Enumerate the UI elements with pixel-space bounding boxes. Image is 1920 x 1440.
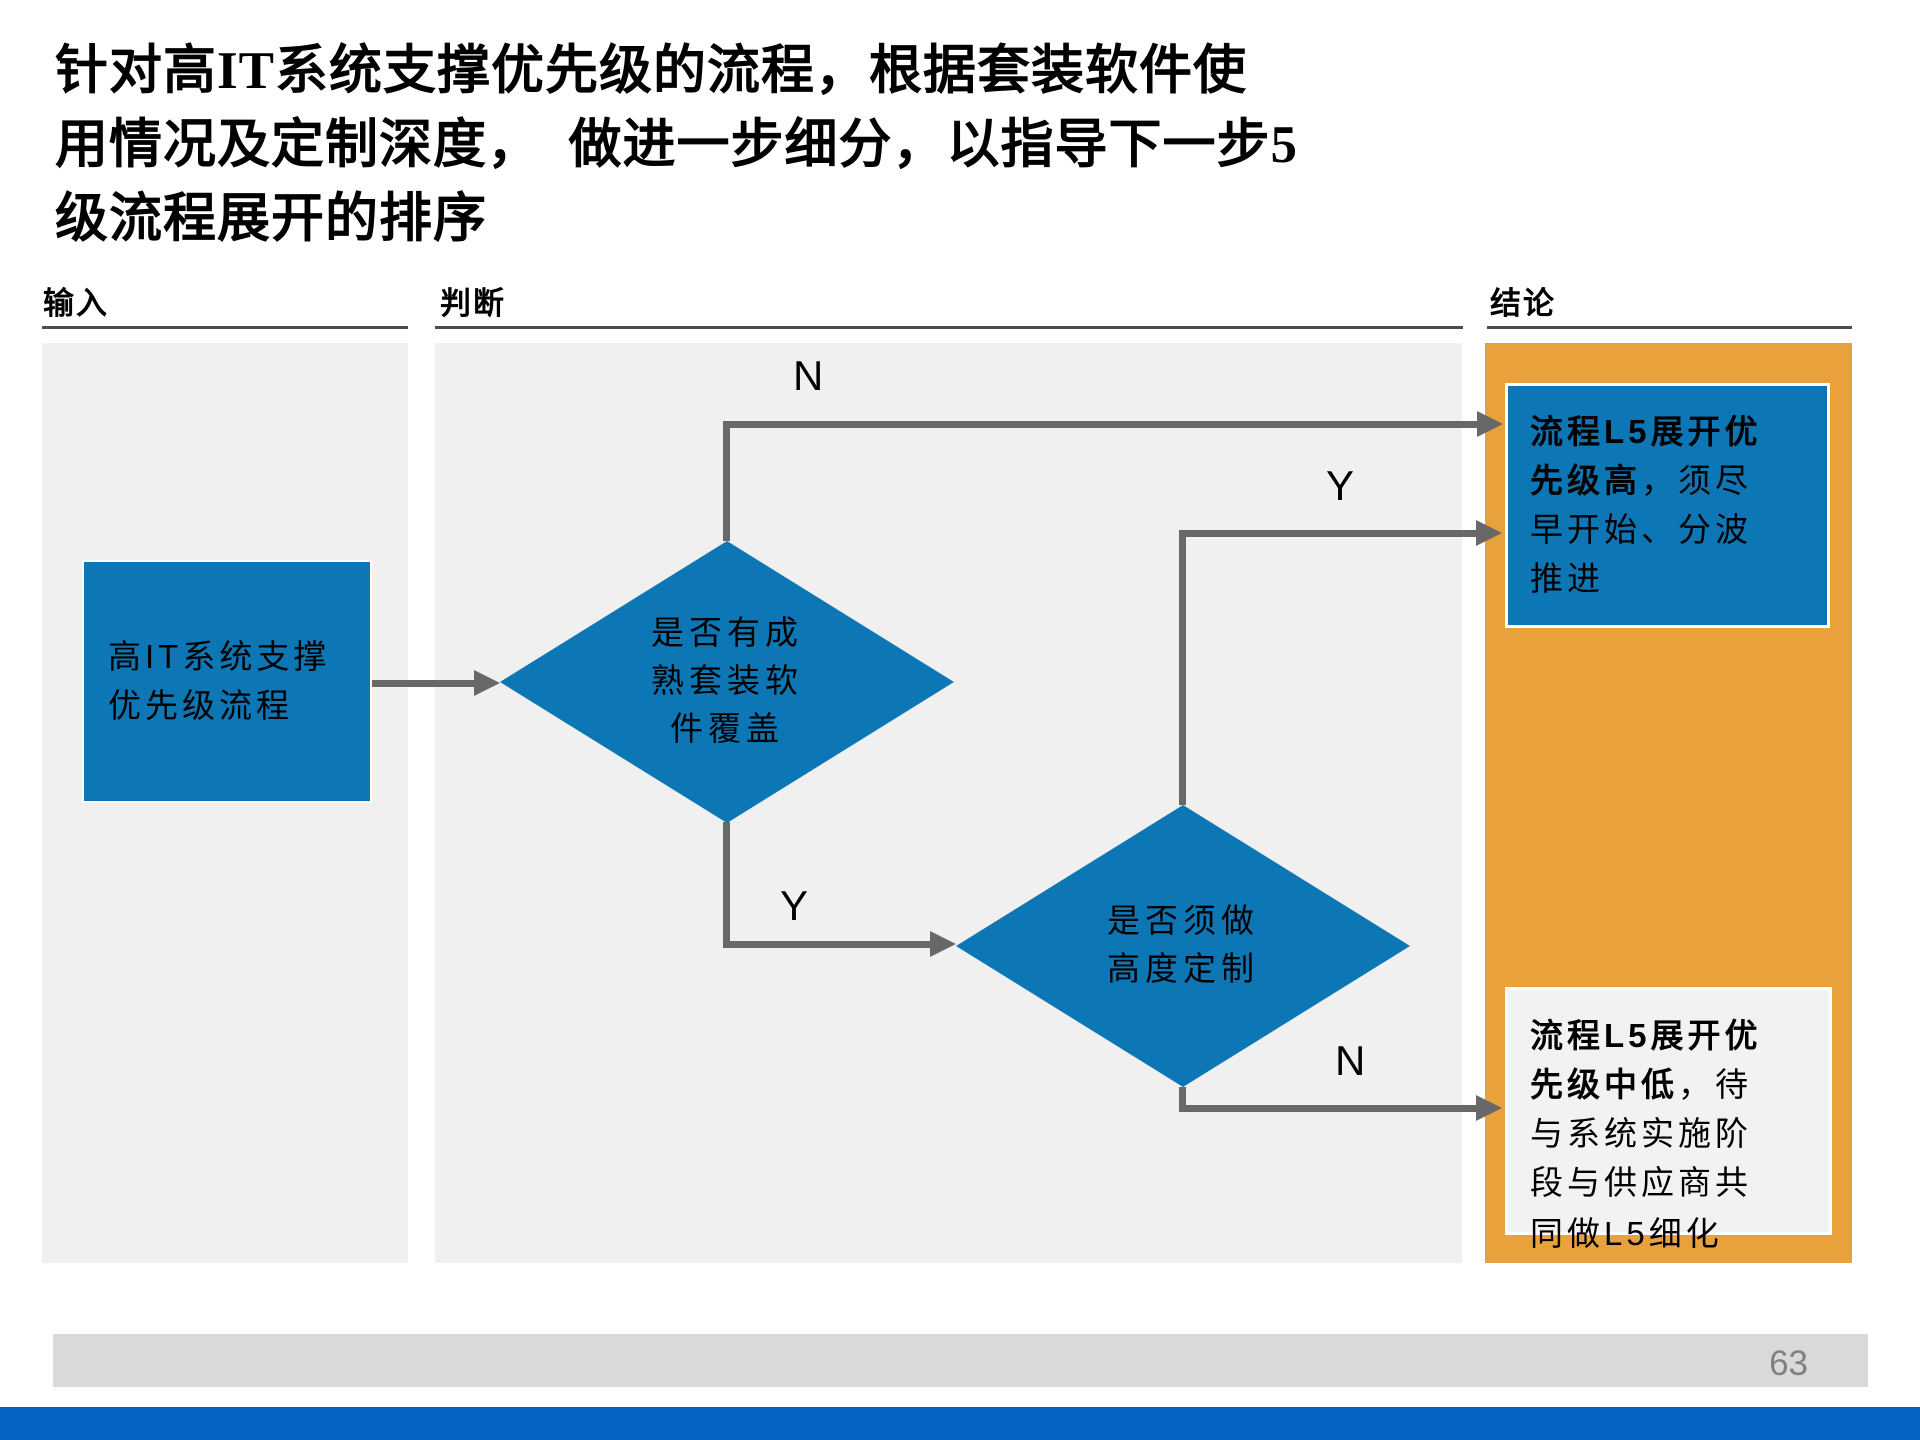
column-header-input: 输入 bbox=[43, 286, 109, 321]
arrowhead-diamond1-no bbox=[1477, 411, 1503, 437]
column-header-judgment: 判断 bbox=[440, 286, 506, 321]
connector-diamond1-yes-horizontal bbox=[723, 941, 931, 948]
bottom-accent-bar bbox=[0, 1407, 1920, 1440]
header-underline-judgment bbox=[435, 326, 1463, 329]
connector-diamond1-yes-vertical bbox=[723, 822, 730, 948]
label-diamond1-yes: Y bbox=[780, 882, 809, 929]
decision-diamond-customization-text: 是否须做高度定制 bbox=[1107, 904, 1259, 988]
label-diamond1-no: N bbox=[793, 352, 824, 399]
header-underline-conclusion bbox=[1487, 326, 1852, 329]
input-process-box: 高IT系统支撑优先级流程 bbox=[82, 560, 372, 803]
connector-diamond1-no-vertical bbox=[723, 422, 730, 541]
connector-diamond2-yes-horizontal bbox=[1179, 530, 1476, 537]
header-underline-input bbox=[42, 326, 408, 329]
page-title: 针对高IT系统支撑优先级的流程，根据套装软件使 用情况及定制深度， 做进一步细分… bbox=[55, 42, 1298, 248]
input-process-box-text: 高IT系统支撑优先级流程 bbox=[108, 637, 331, 725]
column-header-conclusion: 结论 bbox=[1490, 286, 1556, 321]
judgment-panel bbox=[435, 343, 1462, 1263]
input-panel bbox=[42, 343, 408, 1263]
decision-diamond-packaged-software-text: 是否有成熟套装软件覆盖 bbox=[651, 616, 803, 748]
arrowhead-input-to-diamond1 bbox=[474, 670, 500, 696]
connector-input-to-diamond1 bbox=[372, 680, 475, 687]
result-box-medium-low-priority-text: 流程L5展开优先级中低，待与系统实施阶段与供应商共同做L5细化 bbox=[1530, 1017, 1762, 1253]
result-box-medium-low-priority: 流程L5展开优先级中低，待与系统实施阶段与供应商共同做L5细化 bbox=[1505, 987, 1832, 1253]
connector-diamond1-no-horizontal bbox=[723, 421, 1477, 428]
connector-diamond2-yes-vertical bbox=[1179, 530, 1186, 805]
page-number: 63 bbox=[1769, 1344, 1808, 1383]
arrowhead-diamond1-yes bbox=[930, 931, 956, 957]
result-box-high-priority-text: 流程L5展开优先级高，须尽早开始、分波推进 bbox=[1530, 413, 1762, 598]
label-diamond2-no: N bbox=[1335, 1037, 1366, 1084]
arrowhead-diamond2-yes bbox=[1476, 520, 1502, 546]
arrowhead-diamond2-no bbox=[1476, 1095, 1502, 1121]
footer-bar: 63 bbox=[53, 1334, 1868, 1387]
connector-diamond2-no-horizontal bbox=[1179, 1105, 1476, 1112]
label-diamond2-yes: Y bbox=[1326, 462, 1355, 509]
connector-diamond2-no-vertical bbox=[1179, 1087, 1186, 1112]
result-box-high-priority: 流程L5展开优先级高，须尽早开始、分波推进 bbox=[1505, 383, 1830, 628]
